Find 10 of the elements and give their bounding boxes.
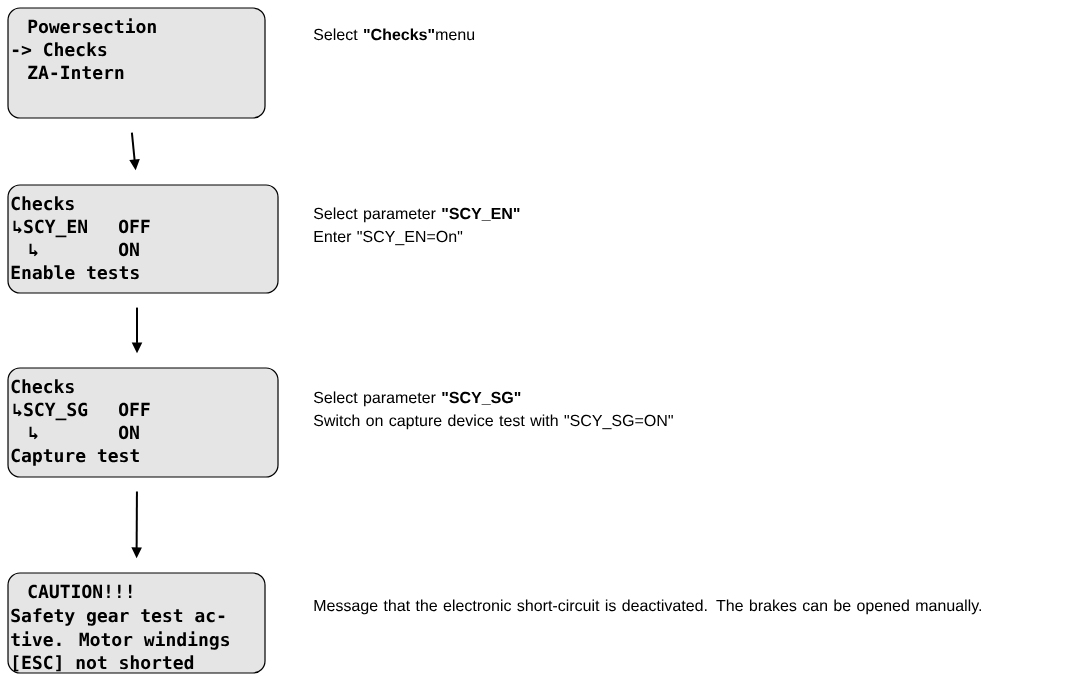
lcd-display: CAUTION!!! Safety gear test ac- tive. Motor windings [ESC] not shorted: [7, 572, 266, 674]
lcd-display: Powersection -> Checks ZA-Intern: [7, 7, 266, 119]
description-text: Select "Checks"menu: [313, 28, 475, 41]
description-text: Enter "SCY_EN=On": [314, 230, 463, 246]
lcd-display: Checks ↳SCY_EN OFF ↳ ON Enable tests: [7, 184, 279, 294]
description-text: Select parameter "SCY_SG": [313, 391, 521, 407]
description-text: Switch on capture device test with "SCY_SG=ON": [313, 414, 673, 430]
description-text: Message that the electronic short-circuit is deactivated. The brakes can be opened manually.: [314, 599, 982, 615]
description-text: Select parameter "SCY_EN": [313, 207, 520, 223]
lcd-display: Checks ↳SCY_SG OFF ↳ ON Capture test: [7, 367, 279, 478]
